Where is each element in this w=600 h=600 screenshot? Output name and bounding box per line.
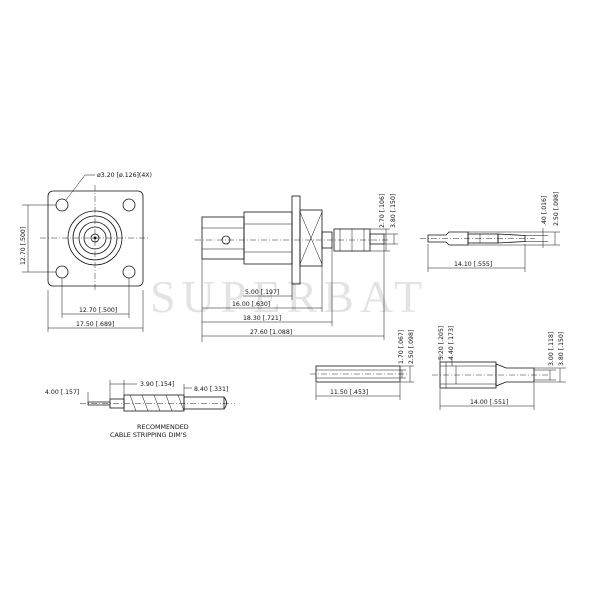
side-dim-c: 5.00 [.197] [245, 289, 279, 296]
pin-dim-a: .40 [.016] [541, 196, 548, 226]
flange-hole-spacing-dim: 12.70 [.500] [79, 307, 117, 314]
side-dim-d: 16.00 [.630] [232, 301, 270, 308]
tube-dim-b: 2.50 [.098] [408, 330, 415, 364]
contact-pin [420, 228, 560, 272]
crimp-ferrule [432, 354, 566, 410]
flange-height-dim: 12.70 [.500] [20, 227, 27, 265]
watermark: SUPERBAT [150, 271, 428, 322]
cable-stripping [80, 380, 235, 412]
connector-side-view [195, 195, 398, 342]
strip-dim-right: 8.40 [.331] [194, 386, 228, 393]
strip-caption-line2: CABLE STRIPPING DIM'S [110, 431, 187, 439]
pin-length-dim: 14.10 [.555] [454, 261, 492, 268]
ferrule-dim-b: 4.40 [.173] [448, 326, 455, 360]
ferrule-dim-d: 3.80 [.150] [558, 332, 565, 366]
tube-length-dim: 11.50 [.453] [330, 389, 368, 396]
strip-caption-line1: RECOMMENDED [137, 423, 189, 431]
strip-dim-left: 4.00 [.157] [45, 389, 79, 396]
ferrule-dim-a: 5.20 [.205] [438, 326, 445, 360]
flange-width-dim: 17.50 [.689] [76, 321, 114, 328]
tube-dim-a: 1.70 [.067] [398, 330, 405, 364]
pin-dim-b: 2.50 [.098] [553, 192, 560, 226]
flange-front-view [22, 174, 150, 332]
strip-dim-mid: 3.90 [.154] [140, 381, 174, 388]
side-dim-b: 3.80 [.150] [390, 194, 397, 228]
flange-hole-dim: ø3.20 [ø.126](4X) [97, 172, 152, 179]
side-dim-a: 2.70 [.106] [379, 194, 386, 228]
ferrule-dim-c: 3.00 [.118] [548, 332, 555, 366]
side-dim-e: 18.30 [.721] [243, 315, 281, 322]
crimp-tube [310, 365, 414, 400]
side-dim-f: 27.60 [1.088] [250, 329, 292, 336]
ferrule-length-dim: 14.00 [.551] [470, 399, 508, 406]
